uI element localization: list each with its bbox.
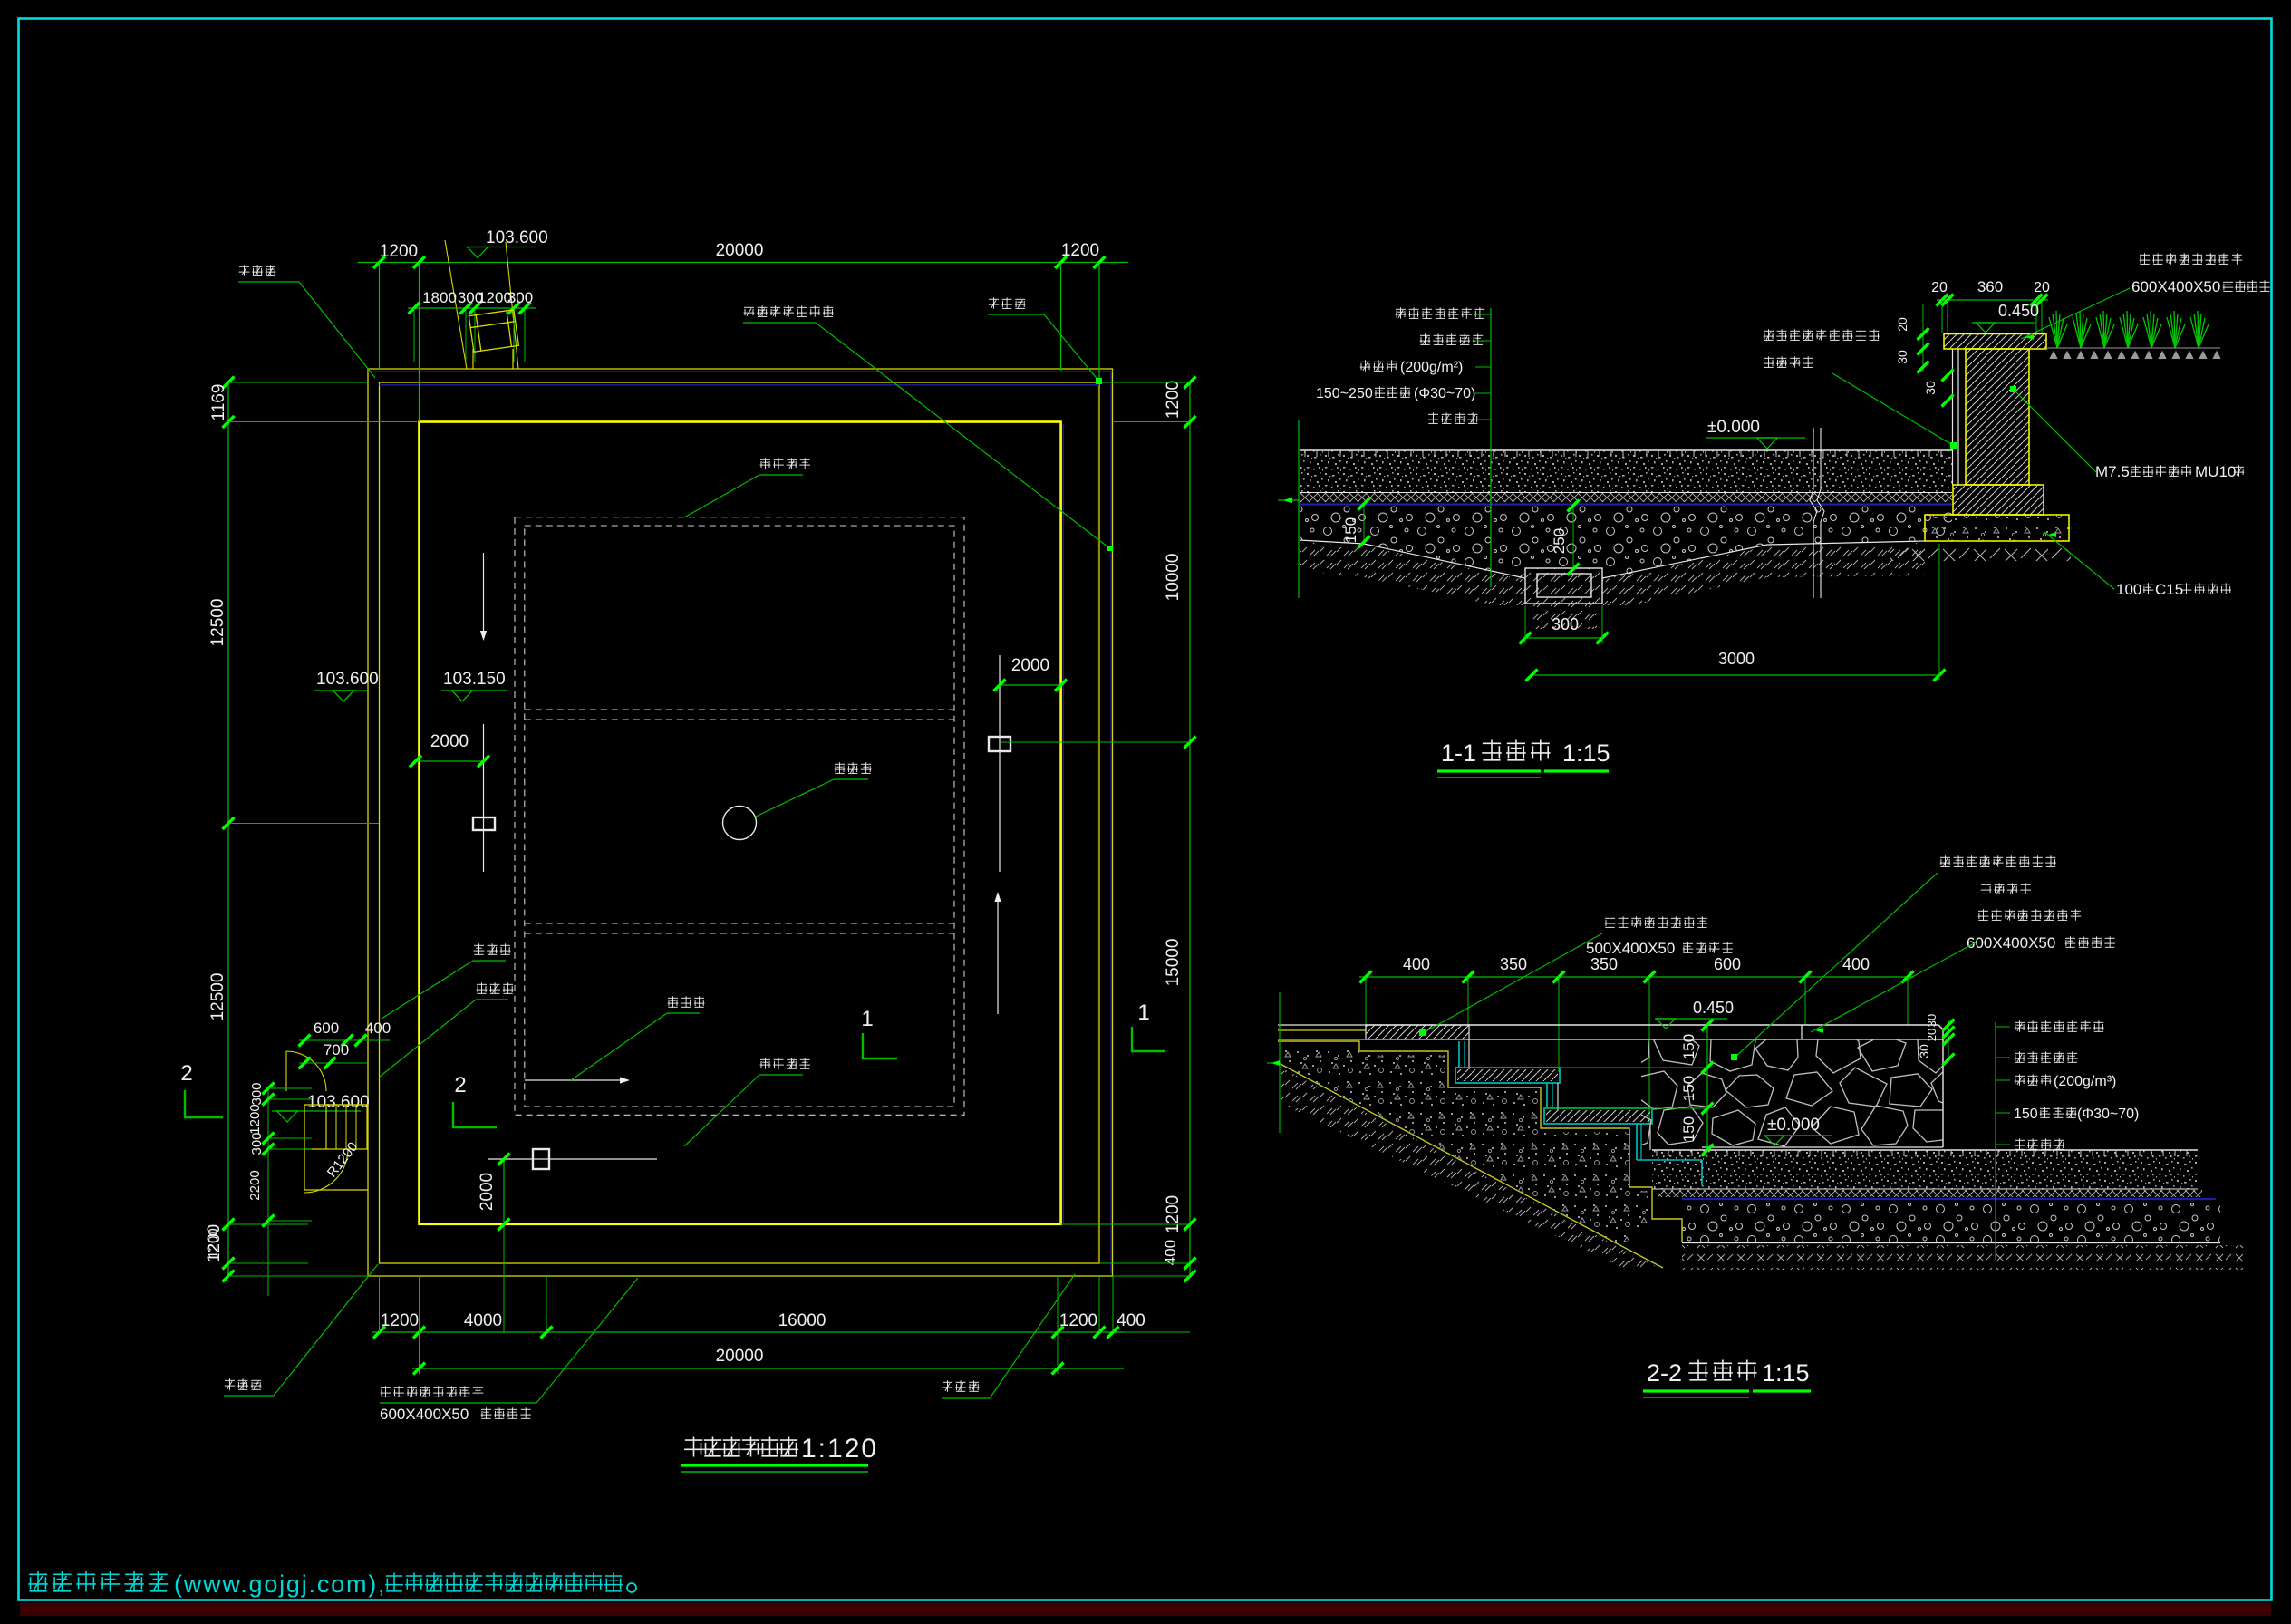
svg-text:150: 150 <box>1342 517 1359 543</box>
svg-text:30: 30 <box>1923 381 1938 395</box>
svg-text:16000: 16000 <box>778 1311 826 1330</box>
svg-text:12500: 12500 <box>208 973 227 1021</box>
svg-text:600X400X50: 600X400X50 <box>1967 934 2055 952</box>
svg-text:2: 2 <box>180 1061 192 1086</box>
svg-text:±0.000: ±0.000 <box>1767 1116 1820 1135</box>
svg-text:103.600: 103.600 <box>316 670 379 689</box>
svg-text:700: 700 <box>324 1041 349 1058</box>
svg-text:150: 150 <box>1680 1116 1697 1142</box>
svg-text:4000: 4000 <box>464 1311 502 1330</box>
svg-text:15000: 15000 <box>1164 939 1183 987</box>
svg-text:1200: 1200 <box>1164 381 1183 419</box>
svg-text:1200: 1200 <box>1061 241 1099 260</box>
svg-text:150: 150 <box>2014 1107 2038 1122</box>
svg-text:300: 300 <box>458 289 483 306</box>
svg-text:1200: 1200 <box>1059 1311 1097 1330</box>
svg-text:C15: C15 <box>2155 581 2183 598</box>
svg-text:1169: 1169 <box>209 384 228 421</box>
svg-text:20: 20 <box>1895 317 1909 332</box>
svg-text:±0.000: ±0.000 <box>1707 418 1760 437</box>
svg-text:(200g/m³): (200g/m³) <box>2054 1074 2116 1089</box>
svg-text:2200: 2200 <box>247 1170 263 1200</box>
svg-text:1200: 1200 <box>381 1311 419 1330</box>
svg-text:20: 20 <box>1931 280 1948 295</box>
svg-text:12500: 12500 <box>208 599 227 647</box>
svg-text:300: 300 <box>508 289 533 306</box>
svg-text:M7.5: M7.5 <box>2095 463 2130 480</box>
svg-text:100: 100 <box>2116 581 2141 598</box>
svg-text:(Φ30~70): (Φ30~70) <box>2077 1107 2139 1122</box>
svg-text:600: 600 <box>314 1020 339 1037</box>
svg-text:20: 20 <box>1925 1029 1938 1041</box>
svg-text:2000: 2000 <box>430 732 469 751</box>
svg-text:(www.gojgj.com),: (www.gojgj.com), <box>174 1571 386 1598</box>
svg-text:103.150: 103.150 <box>443 670 506 689</box>
svg-text:1:15: 1:15 <box>1762 1359 1810 1387</box>
svg-text:400: 400 <box>1162 1240 1179 1265</box>
svg-text:0.450: 0.450 <box>1998 302 2039 320</box>
svg-text:300: 300 <box>249 1132 265 1155</box>
svg-text:600X400X50: 600X400X50 <box>2132 278 2220 295</box>
svg-text:30: 30 <box>1917 1044 1931 1058</box>
svg-text:20000: 20000 <box>716 1347 764 1366</box>
svg-text:20: 20 <box>2034 280 2050 295</box>
svg-text:300: 300 <box>249 1082 265 1105</box>
svg-text:103.600: 103.600 <box>486 228 548 247</box>
svg-text:600X400X50: 600X400X50 <box>380 1406 469 1423</box>
svg-text:20000: 20000 <box>716 241 764 260</box>
svg-text:1200: 1200 <box>247 1104 263 1134</box>
svg-text:1200: 1200 <box>206 1228 221 1258</box>
svg-text:1200: 1200 <box>380 242 418 261</box>
svg-text:(200g/m²): (200g/m²) <box>1400 360 1463 375</box>
svg-text:350: 350 <box>1590 955 1618 973</box>
svg-text:350: 350 <box>1500 955 1527 973</box>
svg-text:150: 150 <box>1680 1034 1697 1059</box>
svg-text:1200: 1200 <box>205 1224 224 1262</box>
svg-text:2000: 2000 <box>478 1173 497 1211</box>
svg-text:2: 2 <box>454 1073 466 1097</box>
svg-text:1: 1 <box>1137 1000 1149 1025</box>
svg-text:2-2: 2-2 <box>1647 1359 1682 1387</box>
svg-text:30: 30 <box>1925 1014 1938 1027</box>
svg-text:150~250: 150~250 <box>1316 386 1373 401</box>
svg-text:1:120: 1:120 <box>801 1434 878 1464</box>
svg-text:1-1: 1-1 <box>1441 740 1476 767</box>
svg-text:300: 300 <box>1552 615 1579 633</box>
svg-text:3000: 3000 <box>1718 650 1754 668</box>
svg-text:103.600: 103.600 <box>307 1093 370 1112</box>
svg-text:400: 400 <box>365 1020 391 1037</box>
svg-text:1: 1 <box>861 1007 873 1031</box>
svg-text:0.450: 0.450 <box>1693 999 1734 1017</box>
svg-text:1200: 1200 <box>1164 1195 1183 1233</box>
svg-text:MU10: MU10 <box>2195 463 2236 480</box>
svg-text:150: 150 <box>1680 1076 1697 1101</box>
svg-text:400: 400 <box>1403 955 1430 973</box>
svg-text:360: 360 <box>1977 278 2003 295</box>
svg-text:400: 400 <box>1116 1311 1146 1330</box>
svg-text:250: 250 <box>1551 528 1568 554</box>
svg-text:2000: 2000 <box>1011 656 1049 675</box>
svg-text:400: 400 <box>1842 955 1870 973</box>
svg-text:(Φ30~70): (Φ30~70) <box>1414 386 1475 401</box>
svg-text:500X400X50: 500X400X50 <box>1586 940 1675 957</box>
svg-text:600: 600 <box>1714 955 1741 973</box>
svg-text:10000: 10000 <box>1164 554 1183 602</box>
svg-text:1800: 1800 <box>422 289 457 306</box>
svg-text:30: 30 <box>1895 350 1909 364</box>
svg-text:1:15: 1:15 <box>1562 740 1610 767</box>
svg-text:1200: 1200 <box>478 289 512 306</box>
